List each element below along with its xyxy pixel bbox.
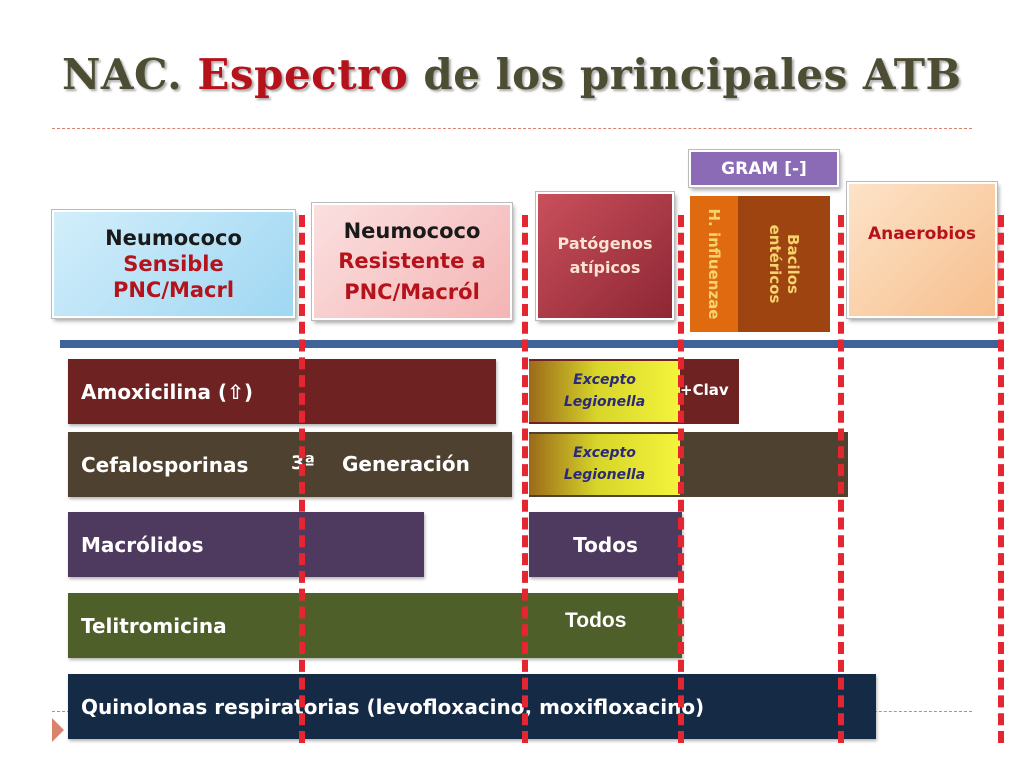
dashed-separator-1 [299,215,305,743]
header-h-influenzae: H. influenzae [690,196,738,332]
header-atipicos: Patógenos atípicos [535,191,675,321]
row-quinolonas: Quinolonas respiratorias (levofloxacino,… [68,674,876,739]
row-amoxicilina-note-line1: Excepto [573,371,636,388]
title-part1: NAC. [62,50,198,99]
header-bacilos-line1: Bacilos [784,234,802,294]
dashed-separator-3 [678,215,684,743]
row-cefalosporinas-note-line2: Legionella [563,466,646,483]
row-macrolidos-todos: Todos [573,532,638,557]
row-telitromicina-label: Telitromicina [81,613,227,638]
dashed-separator-2 [522,215,528,743]
bullet-arrow-icon [52,718,64,742]
header-h-influenzae-label: H. influenzae [705,208,723,320]
row-macrolidos: Macrólidos [68,512,424,577]
row-quinolonas-label: Quinolonas respiratorias (levofloxacino,… [81,694,705,719]
row-cefalosporinas-gen-label: Generación [342,452,470,476]
top-divider [52,128,972,129]
header-bacilos-line2: entéricos [766,224,784,304]
row-amoxicilina: Amoxicilina (⇧) [68,359,496,424]
header-neumococo-sensible-line3: PNC/Macrl [112,278,235,303]
dashed-separator-5 [998,215,1004,743]
row-amoxicilina-note-line2: Legionella [563,393,646,410]
header-neumococo-resistente-line2: Resistente a [338,249,486,274]
header-neumococo-resistente-line3: PNC/Macról [344,279,480,304]
header-bacilos-entericos: Bacilos entéricos [738,196,830,332]
header-atipicos-line1: Patógenos [557,234,653,253]
row-cefalosporinas-note-line1: Excepto [573,444,636,461]
row-telitromicina: Telitromicina [68,593,682,658]
row-macrolidos-label: Macrólidos [81,532,204,557]
dashed-separator-4 [838,215,844,743]
row-cefalosporinas-label: Cefalosporinas [81,452,249,477]
header-separator [60,340,1004,348]
row-amoxicilina-clav: +Clav [680,381,729,399]
header-bacilos-label: Bacilos entéricos [766,225,802,304]
row-cefalosporinas: Cefalosporinas [68,432,512,497]
header-gram-negativo: GRAM [-] [688,149,840,188]
row-amoxicilina-note: Excepto Legionella [529,361,680,422]
header-neumococo-resistente-line1: Neumococo [343,218,481,243]
title-part2: de los principales ATB [408,50,962,99]
row-macrolidos-coverage: Todos [529,512,682,577]
header-neumococo-sensible-line1: Neumococo [105,225,242,250]
row-telitromicina-todos: Todos [565,609,627,632]
header-neumococo-sensible: Neumococo Sensible PNC/Macrl [51,209,296,319]
header-atipicos-line2: atípicos [569,258,641,277]
header-anaerobios: Anaerobios [846,181,998,319]
header-neumococo-sensible-line2: Sensible [123,251,224,276]
row-cefalosporinas-note: Excepto Legionella [529,434,680,495]
row-amoxicilina-label: Amoxicilina (⇧) [81,379,253,404]
header-neumococo-resistente: Neumococo Resistente a PNC/Macról [311,202,513,321]
slide-title: NAC. Espectro de los principales ATB [62,50,961,99]
title-accent: Espectro [197,50,409,99]
